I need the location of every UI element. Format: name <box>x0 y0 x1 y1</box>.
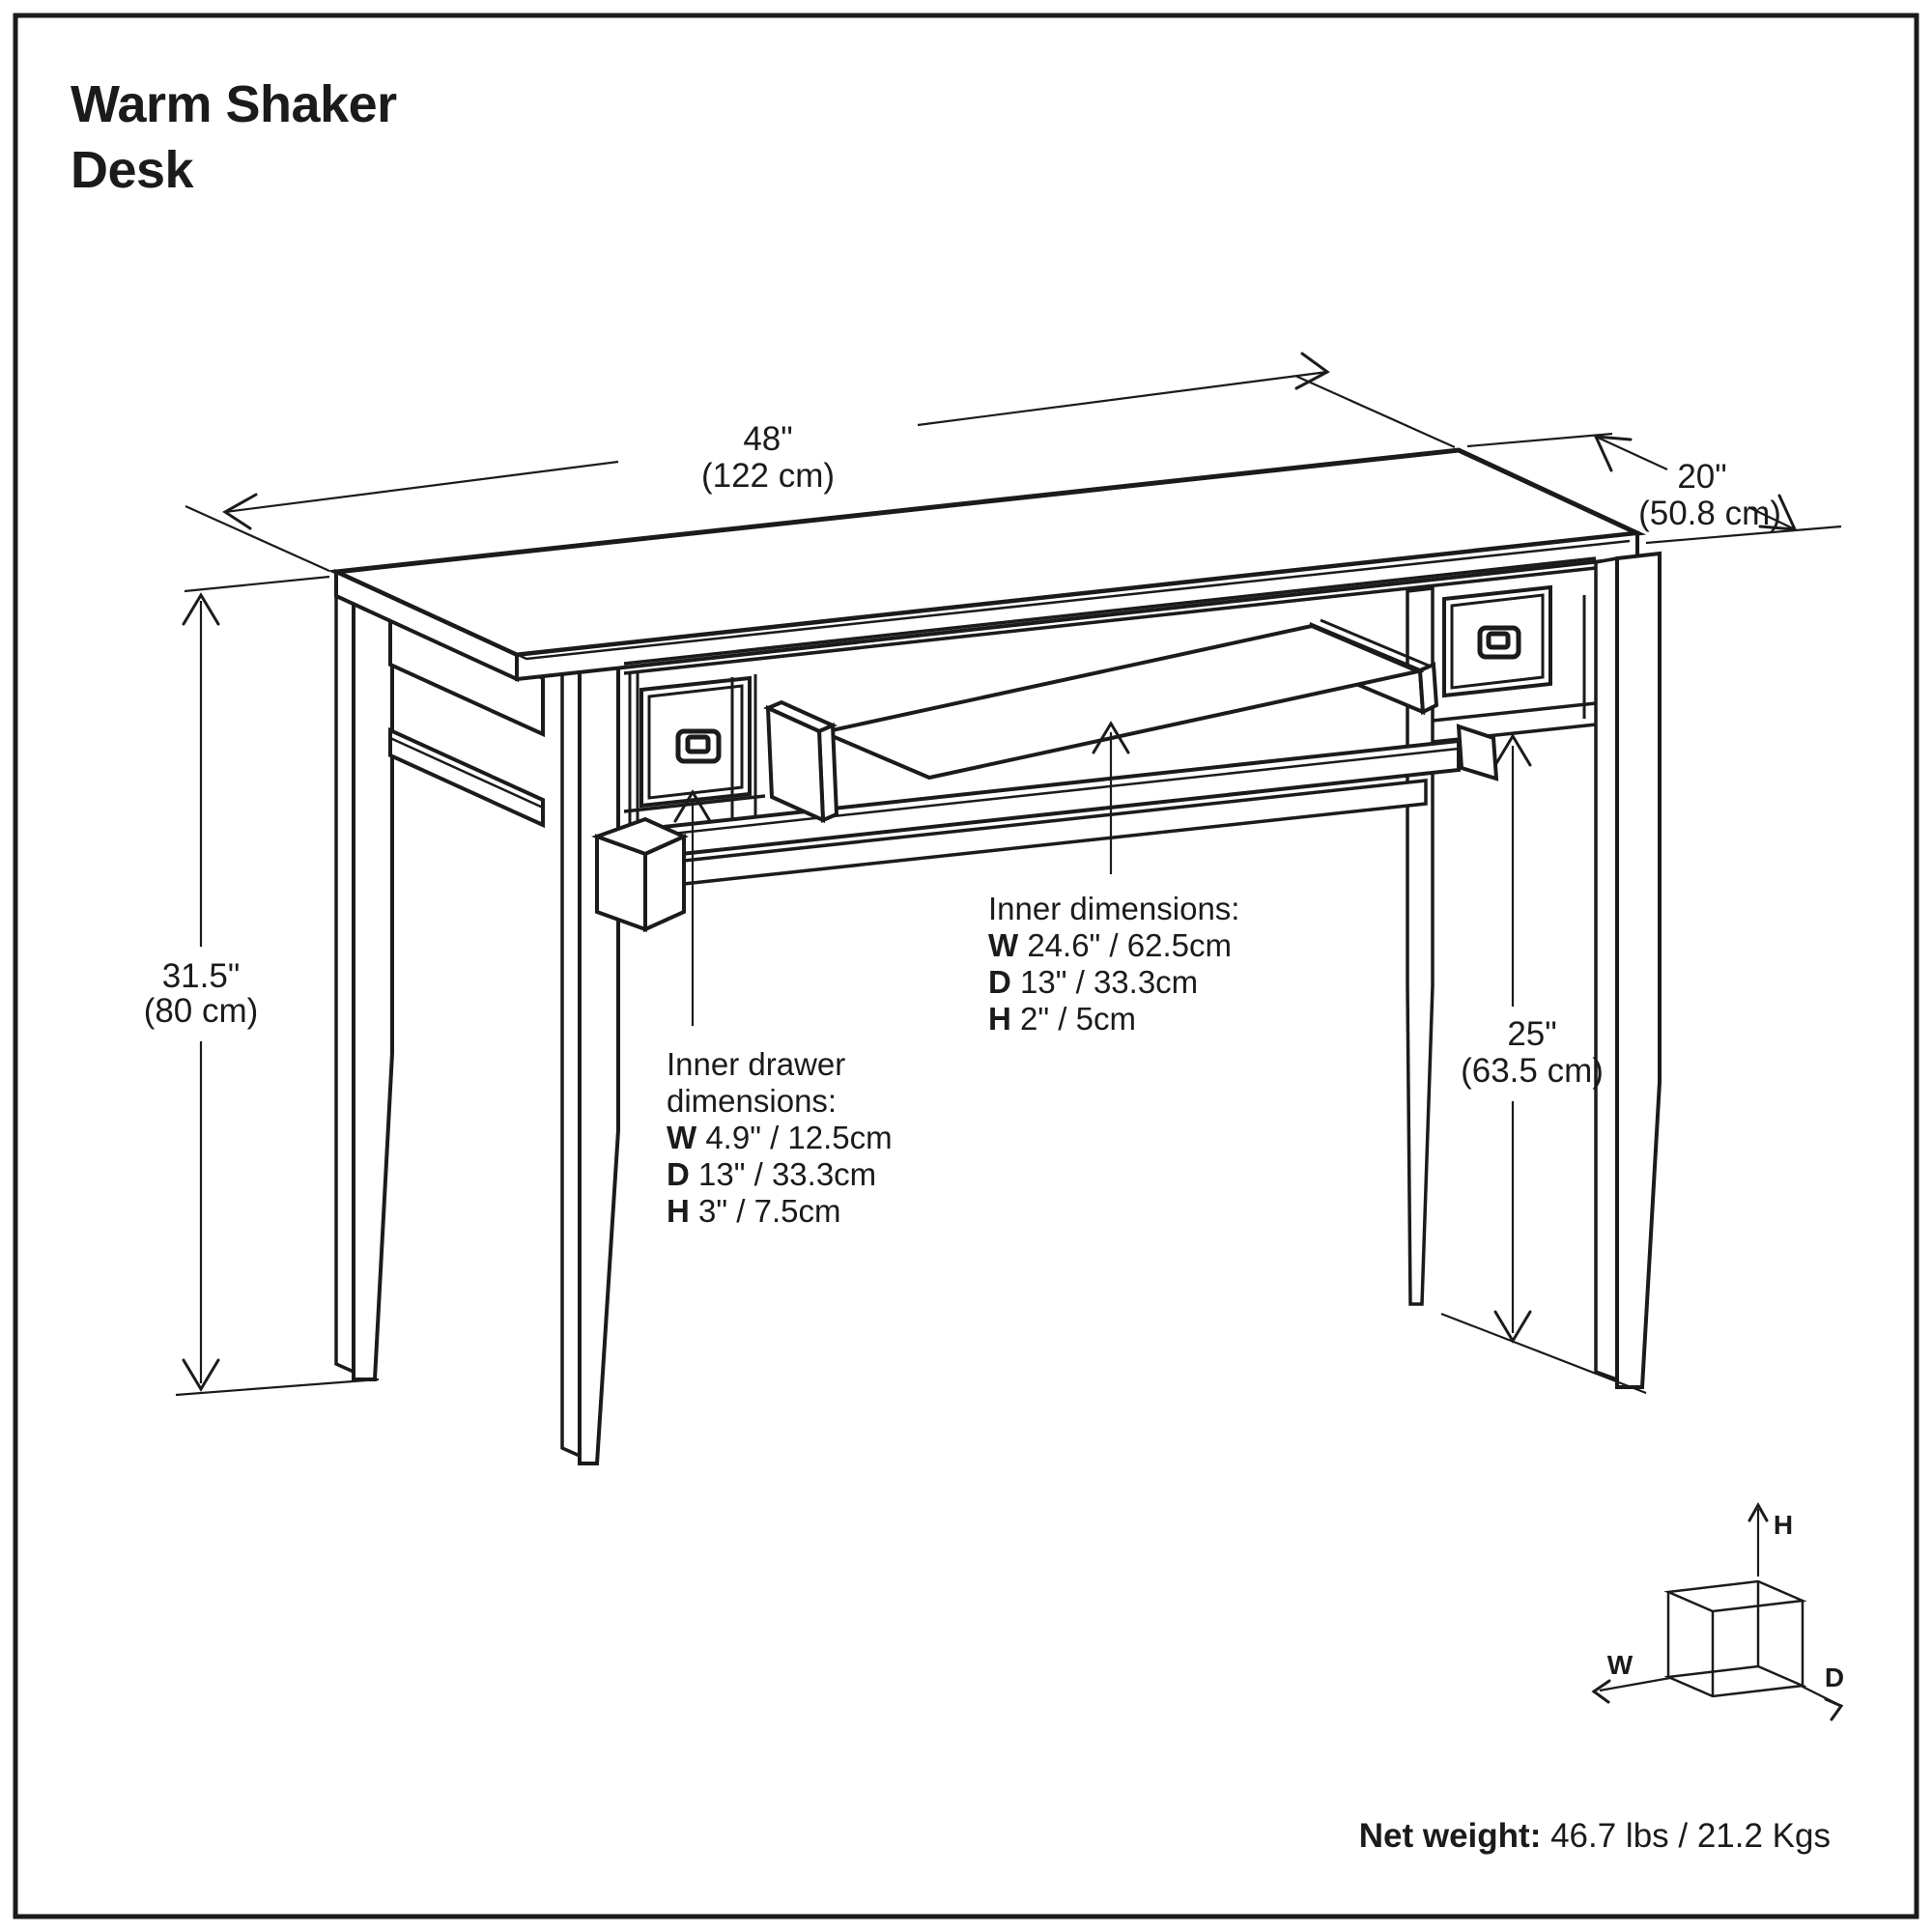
legend-h-label: H <box>1774 1510 1793 1540</box>
desk-top <box>327 447 1647 683</box>
tray-support-bracket <box>591 816 689 933</box>
clearance-inches-label: 25" <box>1507 1015 1556 1053</box>
right-drawer-handle <box>1477 625 1521 660</box>
desk-drawing <box>327 447 1662 1465</box>
drawer-dims-row-w: W 4.9" / 12.5cm <box>667 1120 893 1155</box>
cube-vertical-edges <box>1666 1581 1804 1696</box>
drawer-dims-heading1: Inner drawer <box>667 1046 845 1082</box>
tray-dims-row-h: H 2" / 5cm <box>988 1001 1136 1037</box>
height-inches-label: 31.5" <box>162 957 241 995</box>
drawer-dims-heading2: dimensions: <box>667 1083 837 1119</box>
legend-d-label: D <box>1825 1662 1844 1692</box>
cube-top-face <box>1663 1579 1807 1613</box>
desk-leg-front-left <box>560 660 620 1465</box>
drawer-pointer-arrow <box>673 789 712 823</box>
width-axis-line <box>1599 1676 1671 1692</box>
keyboard-tray <box>591 618 1499 933</box>
tray-deck <box>816 623 1425 781</box>
drawer-dims-row-h: H 3" / 7.5cm <box>667 1193 840 1229</box>
dimension-height-31: 31.5" (80 cm) <box>144 575 380 1397</box>
net-weight: Net weight: 46.7 lbs / 21.2 Kgs <box>1359 1817 1831 1855</box>
drawer-dims-row-d: D 13" / 33.3cm <box>667 1156 876 1192</box>
left-drawer-section <box>623 671 766 837</box>
left-side-stretcher <box>388 726 545 829</box>
depth-inches-label: 20" <box>1677 458 1726 496</box>
depth-metric-label: (50.8 cm) <box>1638 495 1781 532</box>
cube-bottom-face <box>1663 1664 1807 1698</box>
dimension-depth-20: 20" (50.8 cm) <box>1466 432 1842 545</box>
annotation-drawer-dimensions: Inner drawer dimensions: W 4.9" / 12.5cm… <box>667 789 893 1229</box>
legend-w-label: W <box>1607 1650 1634 1680</box>
tray-dims-heading: Inner dimensions: <box>988 891 1239 926</box>
front-apron-top-rail <box>623 556 1597 675</box>
title-line1: Warm Shaker <box>71 75 397 133</box>
annotation-tray-dimensions: Inner dimensions: W 24.6" / 62.5cm D 13"… <box>988 721 1239 1037</box>
legend-cube: H W D <box>1591 1501 1844 1721</box>
desk-leg-front-right <box>1594 551 1662 1389</box>
width-axis-arrow <box>1591 1679 1611 1704</box>
dimension-clearance-25: 25" (63.5 cm) <box>1440 733 1647 1395</box>
height-metric-label: (80 cm) <box>144 992 259 1030</box>
width-metric-label: (122 cm) <box>701 457 835 495</box>
tray-left-wall <box>763 699 839 824</box>
right-drawer-section <box>1432 584 1597 744</box>
page-title: Warm Shaker Desk <box>71 75 398 199</box>
width-inches-label: 48" <box>743 420 792 458</box>
desk-leg-back-left <box>334 585 394 1381</box>
left-drawer-handle <box>675 728 722 764</box>
title-line2: Desk <box>71 141 195 199</box>
dimension-width-48: 48" (122 cm) <box>185 352 1456 573</box>
depth-axis-arrow <box>1824 1697 1844 1721</box>
page-border <box>13 13 1919 1919</box>
height-axis-arrow <box>1747 1501 1769 1522</box>
tray-pointer-arrow <box>1092 721 1130 754</box>
tray-dims-row-d: D 13" / 33.3cm <box>988 964 1198 1000</box>
clearance-metric-label: (63.5 cm) <box>1461 1052 1604 1090</box>
tray-dims-row-w: W 24.6" / 62.5cm <box>988 927 1232 963</box>
